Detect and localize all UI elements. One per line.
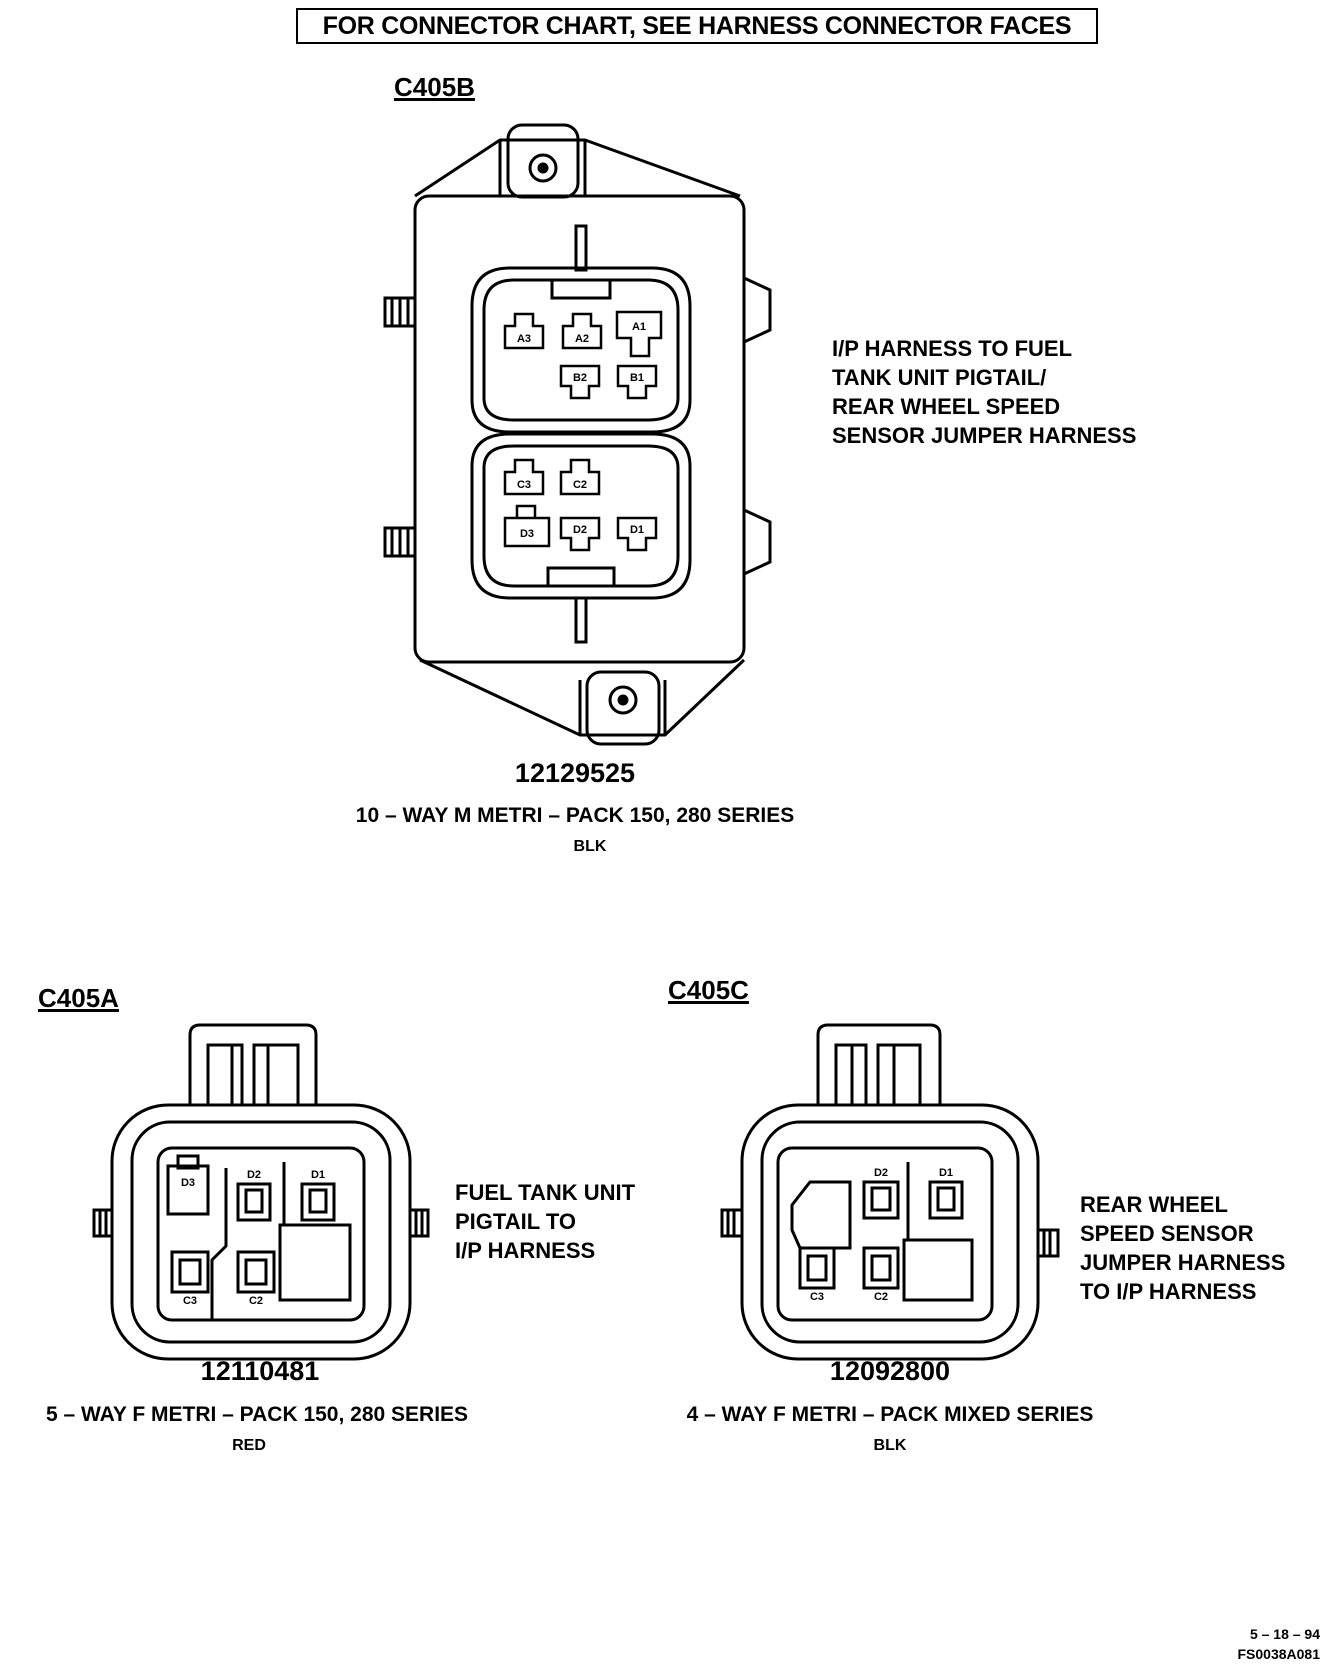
pin-label-c405a-d3: D3 <box>181 1177 195 1189</box>
pin-label-c405c-d1: D1 <box>939 1167 953 1179</box>
connector-id-c405b: C405B <box>394 72 475 102</box>
series-c405c: 4 – WAY F METRI – PACK MIXED SERIES <box>686 1403 1094 1426</box>
pin-label-c405b-d1: D1 <box>630 524 644 536</box>
pin-label-c405c-d2: D2 <box>874 1167 888 1179</box>
pin-label-c405a-c2: C2 <box>249 1295 263 1307</box>
pin-label-c405b-c2: C2 <box>573 479 587 491</box>
pin-label-c405a-c3: C3 <box>183 1295 197 1307</box>
connector-id-c405a: C405A <box>38 983 119 1013</box>
pin-label-c405b-b2: B2 <box>573 372 587 384</box>
connector-description-c405a: FUEL TANK UNIT PIGTAIL TO I/P HARNESS <box>455 1180 636 1263</box>
color-c405c: BLK <box>873 1437 907 1454</box>
connector-description-c405b: I/P HARNESS TO FUEL TANK UNIT PIGTAIL/ R… <box>832 336 1137 448</box>
color-c405a: RED <box>232 1437 266 1454</box>
pin-label-c405b-a2: A2 <box>575 333 589 345</box>
pin-label-c405b-c3: C3 <box>517 479 531 491</box>
part-number-c405b: 12129525 <box>514 758 636 788</box>
pin-label-c405a-d1: D1 <box>311 1169 325 1181</box>
series-c405a: 5 – WAY F METRI – PACK 150, 280 SERIES <box>45 1403 469 1426</box>
pin-label-c405b-d3: D3 <box>520 528 534 540</box>
pin-label-c405c-c3: C3 <box>810 1291 824 1303</box>
pin-label-c405c-c2: C2 <box>874 1291 888 1303</box>
series-c405b: 10 – WAY M METRI – PACK 150, 280 SERIES <box>355 804 795 827</box>
header-note: FOR CONNECTOR CHART, SEE HARNESS CONNECT… <box>296 8 1098 44</box>
pin-label-c405b-a1: A1 <box>632 321 646 333</box>
color-c405b: BLK <box>573 838 607 855</box>
pin-label-c405b-a3: A3 <box>517 333 531 345</box>
connector-face-c405c <box>720 1023 1060 1361</box>
pin-label-c405b-d2: D2 <box>573 524 587 536</box>
footer-code: FS0038A081 <box>1237 1646 1320 1662</box>
connector-face-c405a <box>92 1023 430 1361</box>
connector-id-c405c: C405C <box>668 975 749 1005</box>
part-number-c405a: 12110481 <box>200 1356 320 1386</box>
connector-face-c405b <box>383 123 772 746</box>
part-number-c405c: 12092800 <box>829 1356 951 1386</box>
pin-label-c405a-d2: D2 <box>247 1169 261 1181</box>
footer-date: 5 – 18 – 94 <box>1249 1626 1320 1642</box>
connector-description-c405c: REAR WHEEL SPEED SENSOR JUMPER HARNESS T… <box>1080 1192 1286 1304</box>
pin-label-c405b-b1: B1 <box>630 372 644 384</box>
